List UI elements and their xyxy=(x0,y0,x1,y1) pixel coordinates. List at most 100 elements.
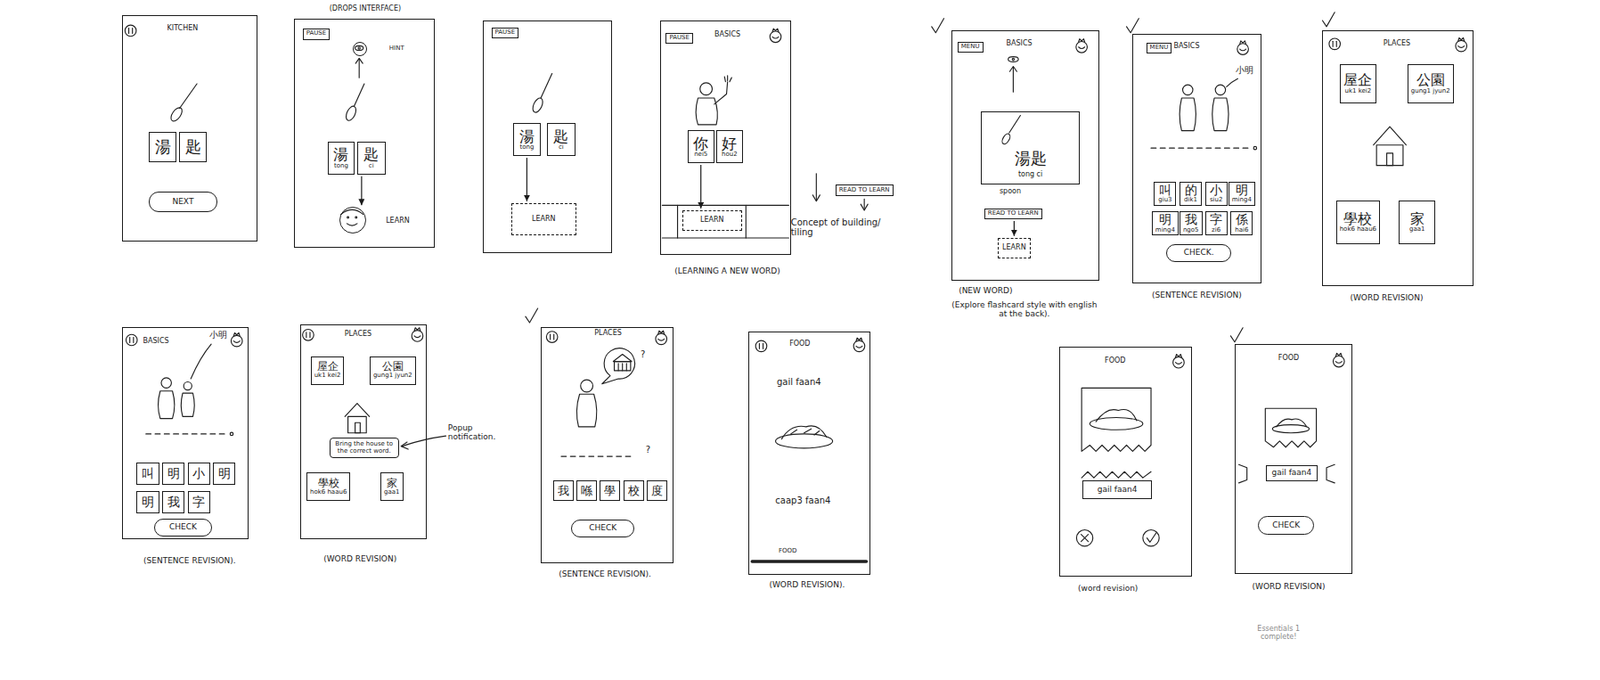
people-figures xyxy=(1215,84,1225,95)
word-tile: 叫giu3 xyxy=(1153,181,1176,206)
word-tile: 學 xyxy=(599,480,621,501)
word-tile: 係hai6 xyxy=(1230,211,1253,236)
word-tile: 我 xyxy=(162,490,185,514)
house-sketch xyxy=(344,403,369,417)
house-sketch xyxy=(1373,126,1407,146)
sketch-note: gail faan4 xyxy=(776,376,822,387)
tile-text: gung1 jyun2 xyxy=(373,372,413,380)
food-card xyxy=(1265,408,1316,448)
flow-arrow xyxy=(812,195,820,202)
screen-text: (WORD REVISION) xyxy=(1251,582,1325,592)
learner-face xyxy=(355,216,358,219)
hint-eye xyxy=(359,59,360,79)
card-text: 湯匙 xyxy=(1014,149,1047,168)
tile-text: 你 xyxy=(693,135,709,153)
word-tile: 校 xyxy=(623,480,645,501)
house-sketch xyxy=(344,126,1406,433)
answer-line xyxy=(561,456,635,458)
spoon-sketch xyxy=(1000,132,1012,146)
flash-card: 湯匙tong ci xyxy=(980,111,1080,185)
button-text: NEXT xyxy=(171,197,194,207)
flow-arrow xyxy=(860,204,868,211)
screen-text: FOOD xyxy=(789,340,810,349)
speech-bubble xyxy=(614,361,631,371)
food-card xyxy=(1272,424,1309,433)
button-text: LEARN xyxy=(1002,244,1027,253)
small-button: READ TO LEARN xyxy=(984,208,1043,221)
learner-face xyxy=(341,209,364,214)
food-card xyxy=(1095,409,1137,423)
learn-tray xyxy=(677,204,678,238)
tile-text: ming4 xyxy=(1232,196,1252,205)
answer-line xyxy=(1151,147,1249,149)
spoon-sketch xyxy=(540,73,553,98)
speech-bubble xyxy=(602,348,636,384)
phone-screen: FOOD(WORD REVISION). xyxy=(748,331,871,575)
pause-icon xyxy=(124,24,1340,352)
small-button: MENU xyxy=(1146,42,1173,54)
pomegranate-icon xyxy=(1332,352,1345,367)
tile-text: 叫 xyxy=(1159,183,1172,197)
flow-connector xyxy=(360,176,362,206)
pause-icon xyxy=(755,340,768,352)
action-button: CHECK xyxy=(154,518,213,538)
button-text: LEARN xyxy=(700,216,725,225)
pause-icon xyxy=(546,331,558,343)
pomegranate-icon xyxy=(1076,39,1088,53)
word-tile: 叫 xyxy=(136,462,159,485)
screen-text: BASICS xyxy=(714,31,741,40)
people-figures xyxy=(576,393,596,427)
word-tile: 小 xyxy=(187,462,211,485)
spoon-sketch xyxy=(530,96,546,114)
answer-line xyxy=(229,432,233,435)
word-tile: 明 xyxy=(212,462,236,485)
waving-figure xyxy=(700,82,713,96)
food-plate xyxy=(791,428,820,435)
tile-text: 我 xyxy=(167,495,180,509)
tile-text: 公園 xyxy=(1416,72,1445,89)
learn-button: LEARN xyxy=(997,237,1031,259)
button-text: gail faan4 xyxy=(1097,485,1138,495)
pomegranate-icon xyxy=(853,337,866,352)
screen-text: FOOD xyxy=(1104,357,1126,366)
tile-text: 我 xyxy=(557,484,570,498)
screen-text: (LEARNING A NEW WORD) xyxy=(674,267,780,277)
word-tile: 度 xyxy=(646,480,668,501)
phone-screen: 湯匙NEXTKITCHEN xyxy=(122,15,257,242)
tile-text: 家 xyxy=(386,477,398,490)
hint-eye xyxy=(1009,66,1017,73)
spoon-sketch xyxy=(179,83,197,108)
popup-note: Bring the house to the correct word. xyxy=(329,437,400,458)
icon-circle: HINT xyxy=(352,41,368,57)
tile-text: 好 xyxy=(721,135,737,153)
hint-eye xyxy=(355,45,1020,92)
learner-face xyxy=(347,216,350,219)
tile-text: 學校 xyxy=(318,477,340,490)
tile-text: 明 xyxy=(167,466,180,481)
hint-eye xyxy=(1008,57,1019,63)
screen-text: (SENTENCE REVISION) xyxy=(1151,291,1242,301)
small-button: PAUSE xyxy=(491,27,520,40)
tick-mark xyxy=(1230,327,1243,343)
flow-arrow xyxy=(864,198,866,209)
people-figures xyxy=(158,78,1239,427)
tile-text: 湯 xyxy=(155,138,172,156)
food-plate xyxy=(751,559,866,563)
learn-tray xyxy=(661,236,789,238)
small-button: gail faan4 xyxy=(1265,465,1317,482)
button-text: PAUSE xyxy=(669,34,690,42)
pomegranate-icon xyxy=(655,330,668,344)
tile-text: uk1 kei2 xyxy=(1345,88,1372,96)
action-button: CHECK xyxy=(571,519,635,539)
answer-buttons xyxy=(1146,532,1156,542)
pause-icon xyxy=(125,334,138,346)
word-tile: 明ming4 xyxy=(1151,211,1179,236)
pause-icon xyxy=(1329,38,1341,50)
pomegranate-icon xyxy=(230,28,1467,368)
flow-connector xyxy=(1013,220,1015,237)
tile-text: gaa1 xyxy=(1409,226,1425,234)
speech-bubble xyxy=(612,354,632,362)
tile-text: 字 xyxy=(192,495,205,509)
pause-icon xyxy=(302,328,315,341)
tile-text: ci xyxy=(558,144,564,152)
